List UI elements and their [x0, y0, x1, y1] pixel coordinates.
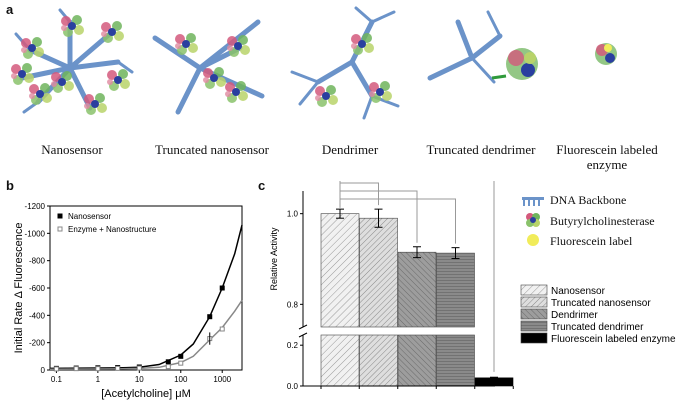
c-legend-label: Fluorescein labeled enzyme — [551, 334, 676, 345]
c-legend-label: Nanosensor — [551, 286, 606, 297]
panel-c-letter: c — [258, 178, 266, 193]
caption-nanosensor: Nanosensor — [41, 142, 103, 157]
b-xtick-label: 1000 — [213, 375, 231, 384]
b-xtick-label: 1 — [96, 375, 101, 384]
c-legend-swatch — [520, 320, 548, 332]
chart-c: 0.81.00.00.2 * Relative Activity Nanosen… — [269, 181, 676, 391]
c-legend-label: Dendrimer — [551, 310, 598, 321]
b-legend-marker — [57, 226, 63, 232]
b-xlabel: [Acetylcholine] μM — [101, 388, 190, 400]
b-ytick-label: -1200 — [25, 202, 46, 211]
c-bar-lower — [436, 334, 475, 387]
c-ylabel: Relative Activity — [269, 227, 279, 291]
b-ytick-label: 0 — [41, 366, 46, 375]
b-ytick-label: -400 — [29, 311, 46, 320]
dna-backbone-icon — [522, 197, 544, 206]
caption-fluorescein-enzyme: Fluorescein labeled enzyme — [556, 142, 658, 172]
b-data-point — [53, 366, 59, 372]
truncated-dendrimer-illustration — [427, 10, 503, 84]
c-legend-label: Truncated dendrimer — [551, 322, 644, 333]
c-bracket — [339, 182, 379, 208]
caption-truncated-nanosensor: Truncated nanosensor — [155, 142, 269, 157]
b-legend-label: Nanosensor — [68, 212, 111, 221]
c-legend-swatch — [520, 284, 548, 296]
c-bar-lower — [359, 334, 398, 387]
fluorescein-dot-icon — [527, 234, 539, 246]
c-ytick-label: 0.8 — [287, 300, 299, 309]
b-legend-label: Enzyme + Nanostructure — [68, 225, 157, 234]
c-legend-swatch — [520, 308, 548, 320]
b-data-point — [165, 364, 171, 370]
b-ytick-label: -1000 — [25, 229, 46, 238]
chart-b: 0.1 1 10 100 1000 0 -200 -400 -600 -800 -1000 -1200… — [13, 202, 243, 400]
b-ytick-label: -200 — [29, 339, 46, 348]
enzyme-icon — [21, 37, 44, 59]
b-data-point — [95, 366, 101, 372]
c-ytick-label: 1.0 — [287, 210, 299, 219]
dendrimer-illustration — [290, 6, 400, 120]
c-bar — [474, 377, 514, 387]
enzyme-ring — [506, 48, 538, 80]
b-data-point — [178, 353, 184, 359]
c-ytick-label: 0.2 — [287, 341, 299, 350]
b-data-point — [178, 360, 184, 366]
b-fit-line-1 — [49, 299, 243, 370]
b-data-point — [165, 359, 171, 365]
c-legend-label: Truncated nanosensor — [551, 298, 651, 309]
b-data-point — [136, 365, 142, 371]
b-data-point — [115, 365, 121, 371]
b-xtick-label: 10 — [135, 375, 144, 384]
legend-dna-label: DNA Backbone — [550, 193, 627, 207]
c-bar-lower — [397, 334, 437, 387]
caption-truncated-dendrimer: Truncated dendrimer — [426, 142, 536, 157]
component-legend: DNA Backbone Butyrylcholinesterase Fluor… — [520, 190, 680, 260]
c-bar-upper — [436, 252, 475, 328]
b-data-point — [219, 326, 225, 332]
c-legend-swatch — [520, 296, 548, 308]
c-bar-upper — [359, 217, 398, 328]
legend-fluorescein-label: Fluorescein label — [550, 234, 633, 248]
c-legend-swatch — [520, 332, 548, 344]
b-ytick-label: -600 — [29, 284, 46, 293]
b-xtick-label: 100 — [174, 375, 188, 384]
b-fit-line-0 — [49, 224, 243, 370]
panel-a-letter: a — [6, 2, 14, 17]
c-ytick-label: 0.0 — [287, 382, 299, 391]
c-break-mark — [298, 324, 308, 330]
enzyme-icon — [526, 213, 540, 227]
b-data-point — [207, 314, 213, 320]
fluorescein-enzyme-illustration — [595, 43, 617, 65]
c-break-mark — [298, 332, 308, 338]
c-axis-break — [297, 328, 499, 334]
b-legend-marker — [57, 213, 63, 219]
b-data-point — [73, 366, 79, 372]
b-xtick-label: 0.1 — [51, 375, 63, 384]
panel-b-letter: b — [6, 178, 14, 193]
b-ylabel: Initial Rate Δ Fluorescence — [13, 223, 25, 354]
c-bar-upper — [320, 213, 360, 328]
b-data-point — [219, 285, 225, 291]
caption-dendrimer: Dendrimer — [321, 142, 379, 157]
c-bar-upper — [397, 251, 437, 328]
legend-enzyme-label: Butyrylcholinesterase — [550, 214, 655, 228]
c-bracket — [339, 181, 495, 372]
c-bar-lower — [320, 334, 360, 387]
panel-a-illustrations — [11, 6, 617, 120]
b-ytick-label: -800 — [29, 257, 46, 266]
